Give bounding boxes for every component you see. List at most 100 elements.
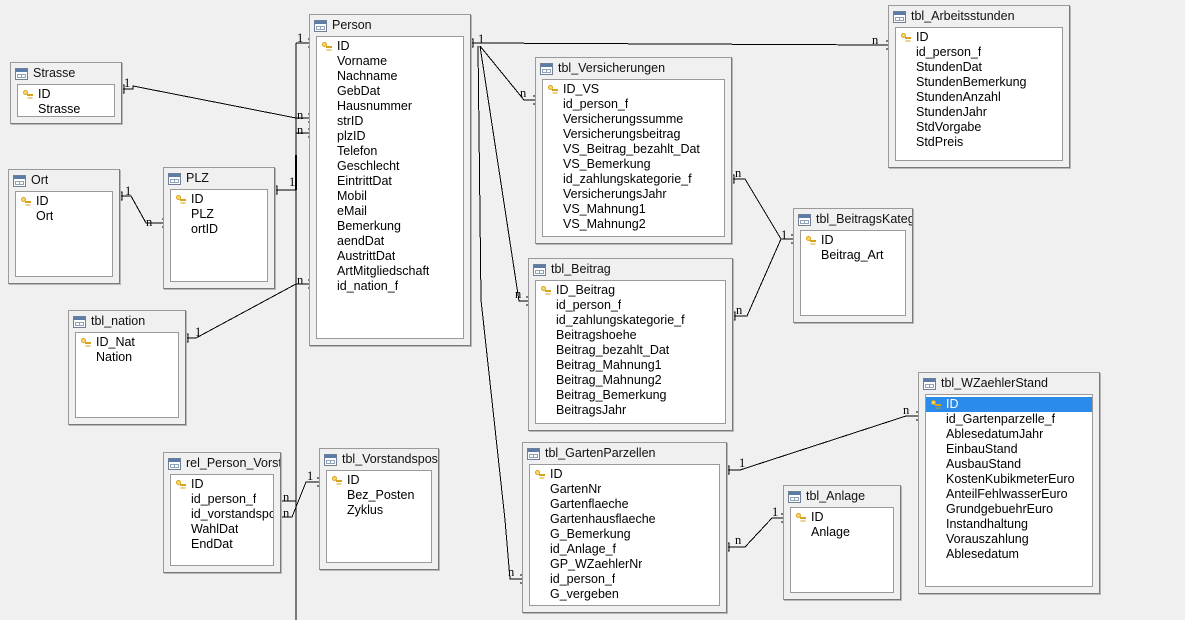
field-row[interactable]: Beitrag_bezahlt_Dat [536,343,725,358]
field-row[interactable]: ID [327,473,431,488]
field-row[interactable]: Versicherungsbeitrag [543,127,724,142]
table-titlebar-rel_person_vorstand[interactable]: rel_Person_Vorsta [164,453,280,474]
field-row[interactable]: Strasse [18,102,114,116]
field-row[interactable]: Bemerkung [317,219,463,234]
field-row[interactable]: id_nation_f [317,279,463,294]
field-row[interactable]: ID [896,30,1062,45]
field-row[interactable]: ID [791,510,893,525]
field-row[interactable]: ID_Beitrag [536,283,725,298]
field-row[interactable]: AnteilFehlwasserEuro [926,487,1092,502]
field-row[interactable]: EintrittDat [317,174,463,189]
field-row[interactable]: strID [317,114,463,129]
field-row[interactable]: id_vorstandsposte [171,507,273,522]
field-row[interactable]: ArtMitgliedschaft [317,264,463,279]
field-row[interactable]: AustrittDat [317,249,463,264]
field-row[interactable]: Ort [16,209,112,224]
field-row[interactable]: eMail [317,204,463,219]
field-row[interactable]: EndDat [171,537,273,552]
field-row[interactable]: plzID [317,129,463,144]
field-row[interactable]: aendDat [317,234,463,249]
field-row[interactable]: ID_Nat [76,335,178,350]
field-row[interactable]: ID_VS [543,82,724,97]
field-row[interactable]: G_vergeben [530,587,719,602]
field-row[interactable]: Zyklus [327,503,431,518]
field-row[interactable]: Vorname [317,54,463,69]
field-row[interactable]: Instandhaltung [926,517,1092,532]
field-row[interactable]: ID [171,192,267,207]
field-row[interactable]: Nachname [317,69,463,84]
field-row[interactable]: Versicherungssumme [543,112,724,127]
field-row[interactable]: id_person_f [543,97,724,112]
field-row[interactable]: VS_Bemerkung [543,157,724,172]
field-row[interactable]: StdVorgabe [896,120,1062,135]
table-titlebar-tbl_beitragskateg[interactable]: tbl_BeitragsKateg [794,209,912,230]
field-row[interactable]: GrundgebuehrEuro [926,502,1092,517]
field-row[interactable]: GP_WZaehlerNr [530,557,719,572]
field-row[interactable]: id_person_f [530,572,719,587]
field-row[interactable]: ID [171,477,273,492]
table-titlebar-tbl_arbeitsstunden[interactable]: tbl_Arbeitsstunden [889,6,1069,27]
table-titlebar-tbl_beitrag[interactable]: tbl_Beitrag [529,259,732,280]
field-row[interactable]: Beitragshoehe [536,328,725,343]
field-row[interactable]: ID [530,467,719,482]
table-titlebar-tbl_gartenparzellen[interactable]: tbl_GartenParzellen [523,443,726,464]
table-titlebar-strasse[interactable]: Strasse [11,63,121,84]
field-row[interactable]: id_Anlage_f [530,542,719,557]
table-titlebar-plz[interactable]: PLZ [164,168,274,189]
field-row[interactable]: VersicherungsJahr [543,187,724,202]
table-titlebar-person[interactable]: Person [310,15,470,36]
table-titlebar-ort[interactable]: Ort [9,170,119,191]
field-row[interactable]: ID [18,87,114,102]
field-row[interactable]: BeitragsJahr [536,403,725,418]
field-row[interactable]: Nation [76,350,178,365]
field-row[interactable]: StundenBemerkung [896,75,1062,90]
field-row[interactable]: PLZ [171,207,267,222]
field-row[interactable]: Ablesedatum [926,547,1092,562]
field-row[interactable]: GebDat [317,84,463,99]
field-row[interactable]: StundenJahr [896,105,1062,120]
field-row[interactable]: ID [801,233,905,248]
field-row[interactable]: ID [317,39,463,54]
field-row[interactable]: Beitrag_Bemerkung [536,388,725,403]
field-list-rel_person_vorstand[interactable]: IDid_person_fid_vorstandsposteWahlDatEnd… [170,474,274,566]
field-row[interactable]: id_person_f [536,298,725,313]
field-row-selected[interactable]: ID [926,397,1092,412]
field-row[interactable]: Beitrag_Mahnung1 [536,358,725,373]
field-row[interactable]: id_person_f [896,45,1062,60]
table-titlebar-tbl_vorstandspos[interactable]: tbl_Vorstandspos [320,449,438,470]
field-row[interactable]: id_Gartenparzelle_f [926,412,1092,427]
field-row[interactable]: Bez_Posten [327,488,431,503]
field-row[interactable]: G_Bemerkung [530,527,719,542]
field-row[interactable]: id_person_f [171,492,273,507]
field-row[interactable]: KostenKubikmeterEuro [926,472,1092,487]
field-row[interactable]: StundenAnzahl [896,90,1062,105]
field-row[interactable]: Vorauszahlung [926,532,1092,547]
field-row[interactable]: Beitrag_Art [801,248,905,263]
field-row[interactable]: Anlage [791,525,893,540]
field-row[interactable]: EinbauStand [926,442,1092,457]
field-row[interactable]: Gartenhausflaeche [530,512,719,527]
field-row[interactable]: VS_Mahnung2 [543,217,724,232]
field-row[interactable]: Hausnummer [317,99,463,114]
